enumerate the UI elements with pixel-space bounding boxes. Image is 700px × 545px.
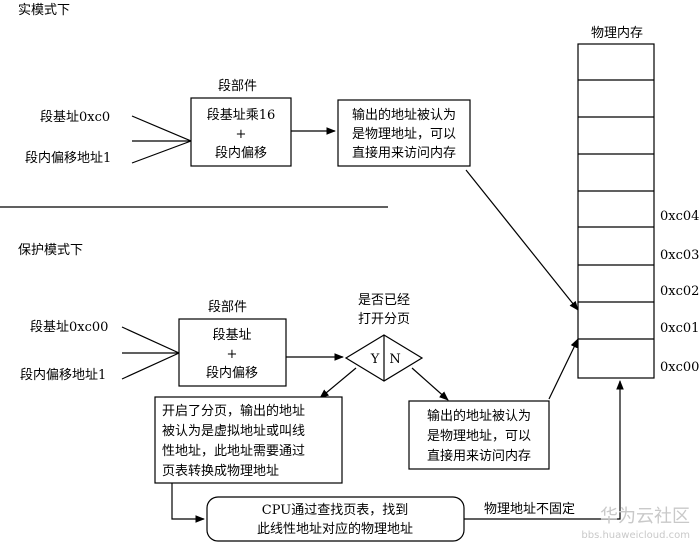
paging-on-line-1: 开启了分页，输出的地址: [162, 403, 305, 419]
decision-yes-label: Y: [370, 352, 380, 367]
protected-calc-line-2: +: [227, 347, 238, 362]
paging-off-line-3: 直接用来访问内存: [427, 448, 531, 464]
paging-on-line-2: 被认为是虚拟地址或叫线: [162, 424, 305, 439]
memory-address-0xc01: 0xc01: [660, 321, 699, 336]
physical-memory-block: [577, 43, 655, 379]
paging-on-line-3: 性地址，此地址需要通过: [162, 444, 305, 459]
paging-off-line-1: 输出的地址被认为: [427, 408, 531, 424]
protected-component-label: 段部件: [208, 300, 247, 315]
paging-on-line-4: 页表转换成物理地址: [162, 464, 279, 479]
protected-segment-component-box: [178, 318, 287, 387]
real-output-line-2: 是物理地址，可以: [352, 127, 456, 142]
decision-question-line-2: 打开分页: [358, 312, 410, 327]
decision-yes-arrow: [319, 367, 357, 399]
protected-calc-line-3: 段内偏移: [206, 365, 258, 381]
real-output-line-3: 直接用来访问内存: [352, 145, 456, 161]
memory-address-0xc00: 0xc00: [660, 360, 699, 375]
real-to-memory-arrow: [465, 169, 579, 311]
memory-address-0xc04: 0xc04: [660, 209, 699, 224]
paging-on-box: [154, 396, 343, 484]
protected-input-base: 段基址0xc00: [30, 320, 108, 335]
not-fixed-label: 物理地址不固定: [484, 502, 575, 517]
real-segment-component-box: [190, 97, 292, 167]
decision-no-arrow: [411, 367, 449, 401]
real-output-box: [337, 99, 471, 167]
real-calc-line-1: 段基址乘16: [207, 108, 276, 123]
real-input-base: 段基址0xc0: [40, 110, 110, 125]
decision-question-line-1: 是否已经: [358, 293, 410, 308]
cpu-lookup-line-1: CPU通过查找页表，找到: [262, 503, 408, 518]
paging-on-to-cpu-arrow: [171, 483, 205, 523]
paging-off-line-2: 是物理地址，可以: [427, 429, 531, 444]
cpu-lookup-line-2: 此线性地址对应的物理地址: [257, 521, 413, 537]
memory-address-0xc02: 0xc02: [660, 284, 699, 299]
real-input-lines: [131, 115, 193, 164]
paging-off-to-memory-arrow: [548, 338, 579, 400]
real-calc-line-2: +: [236, 127, 247, 142]
watermark-main: 华为云社区: [600, 506, 690, 527]
real-output-line-1: 输出的地址被认为: [352, 107, 456, 123]
real-calc-line-3: 段内偏移: [215, 145, 267, 161]
decision-no-label: N: [389, 352, 400, 367]
protected-calc-line-1: 段基址: [212, 328, 251, 343]
real-component-label: 段部件: [218, 79, 257, 94]
memory-address-0xc03: 0xc03: [660, 248, 699, 263]
protected-mode-title: 保护模式下: [18, 243, 83, 258]
protected-input-offset: 段内偏移地址1: [20, 367, 106, 383]
paging-off-box: [408, 400, 550, 470]
watermark-sub: bbs.huaweicloud.com: [581, 530, 690, 541]
memory-title: 物理内存: [591, 25, 643, 41]
real-input-offset: 段内偏移地址1: [25, 150, 111, 166]
real-mode-title: 实模式下: [18, 3, 70, 18]
cpu-to-memory-arrow: [464, 380, 624, 520]
memory-dividers: [578, 79, 654, 340]
